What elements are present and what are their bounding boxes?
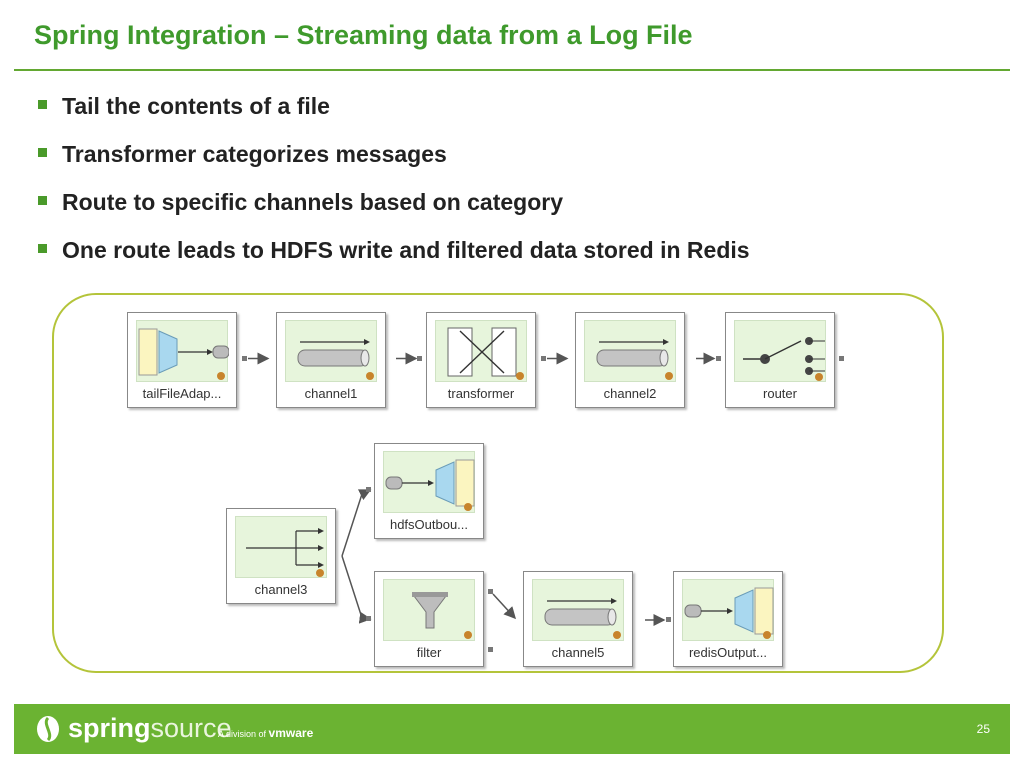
channel-pipe-icon <box>584 320 676 382</box>
node-label: filter <box>416 645 442 660</box>
router-output-port <box>839 356 844 361</box>
footer-bar: springsource A division of vmware 25 <box>14 704 1010 754</box>
node-label: hdfsOutbou... <box>389 517 469 532</box>
diagram-panel <box>52 293 944 673</box>
bullet-item: One route leads to HDFS write and filter… <box>38 234 750 282</box>
bullet-item: Transformer categorizes messages <box>38 138 750 186</box>
springsource-leaf-icon <box>37 716 59 742</box>
node-label: tailFileAdap... <box>142 386 222 401</box>
bullet-square-icon <box>38 100 47 109</box>
node-hdfsOutbound[interactable]: hdfsOutbou... <box>374 443 484 539</box>
outbound-adapter-icon <box>383 451 475 513</box>
edge-channel1-transformer <box>396 352 422 365</box>
outbound-adapter-icon <box>682 579 774 641</box>
bullet-square-icon <box>38 196 47 205</box>
channel-pipe-icon <box>532 579 624 641</box>
inbound-file-adapter-icon <box>136 320 229 382</box>
node-label: channel2 <box>603 386 657 401</box>
slide-title: Spring Integration – Streaming data from… <box>34 20 693 50</box>
node-transformer[interactable]: transformer <box>426 312 536 408</box>
edge-tailFileAdapter-channel1 <box>242 352 270 365</box>
filter-funnel-icon <box>383 579 475 641</box>
node-label: channel1 <box>304 386 358 401</box>
springsource-logo: springsource <box>68 713 232 743</box>
bullet-square-icon <box>38 148 47 157</box>
node-channel1[interactable]: channel1 <box>276 312 386 408</box>
edge-channel3-hdfsOutbound <box>341 487 372 557</box>
node-channel3[interactable]: channel3 <box>226 508 336 604</box>
node-channel5[interactable]: channel5 <box>523 571 633 667</box>
router-icon <box>734 320 826 382</box>
edge-filter-channel5 <box>488 589 517 652</box>
bullet-text: One route leads to HDFS write and filter… <box>62 237 750 263</box>
node-filter[interactable]: filter <box>374 571 484 667</box>
node-label: channel5 <box>551 645 605 660</box>
node-tailFileAdapter[interactable]: tailFileAdap... <box>127 312 237 408</box>
node-label: redisOutput... <box>688 645 768 660</box>
edge-channel2-router <box>696 352 721 365</box>
vmware-logo: vmware <box>268 726 314 740</box>
edge-channel5-redisOutput <box>645 614 671 626</box>
node-channel2[interactable]: channel2 <box>575 312 685 408</box>
node-label: router <box>763 386 797 401</box>
title-divider <box>14 69 1010 71</box>
bullet-text: Tail the contents of a file <box>62 93 330 119</box>
node-router[interactable]: router <box>725 312 835 408</box>
bullet-item: Route to specific channels based on cate… <box>38 186 750 234</box>
edge-channel3-filter <box>341 555 372 624</box>
bullet-list: Tail the contents of a file Transformer … <box>38 90 750 282</box>
edge-transformer-channel2 <box>541 352 569 365</box>
node-label: channel3 <box>254 582 308 597</box>
bullet-text: Route to specific channels based on cate… <box>62 189 564 215</box>
division-tagline: A division of vmware <box>218 726 314 740</box>
publish-subscribe-channel-icon <box>235 516 327 578</box>
bullet-square-icon <box>38 244 47 253</box>
bullet-text: Transformer categorizes messages <box>62 141 447 167</box>
node-label: transformer <box>447 386 515 401</box>
transformer-icon <box>435 320 527 382</box>
channel-pipe-icon <box>285 320 377 382</box>
page-number: 25 <box>976 722 990 736</box>
node-redisOutput[interactable]: redisOutput... <box>673 571 783 667</box>
bullet-item: Tail the contents of a file <box>38 90 750 138</box>
